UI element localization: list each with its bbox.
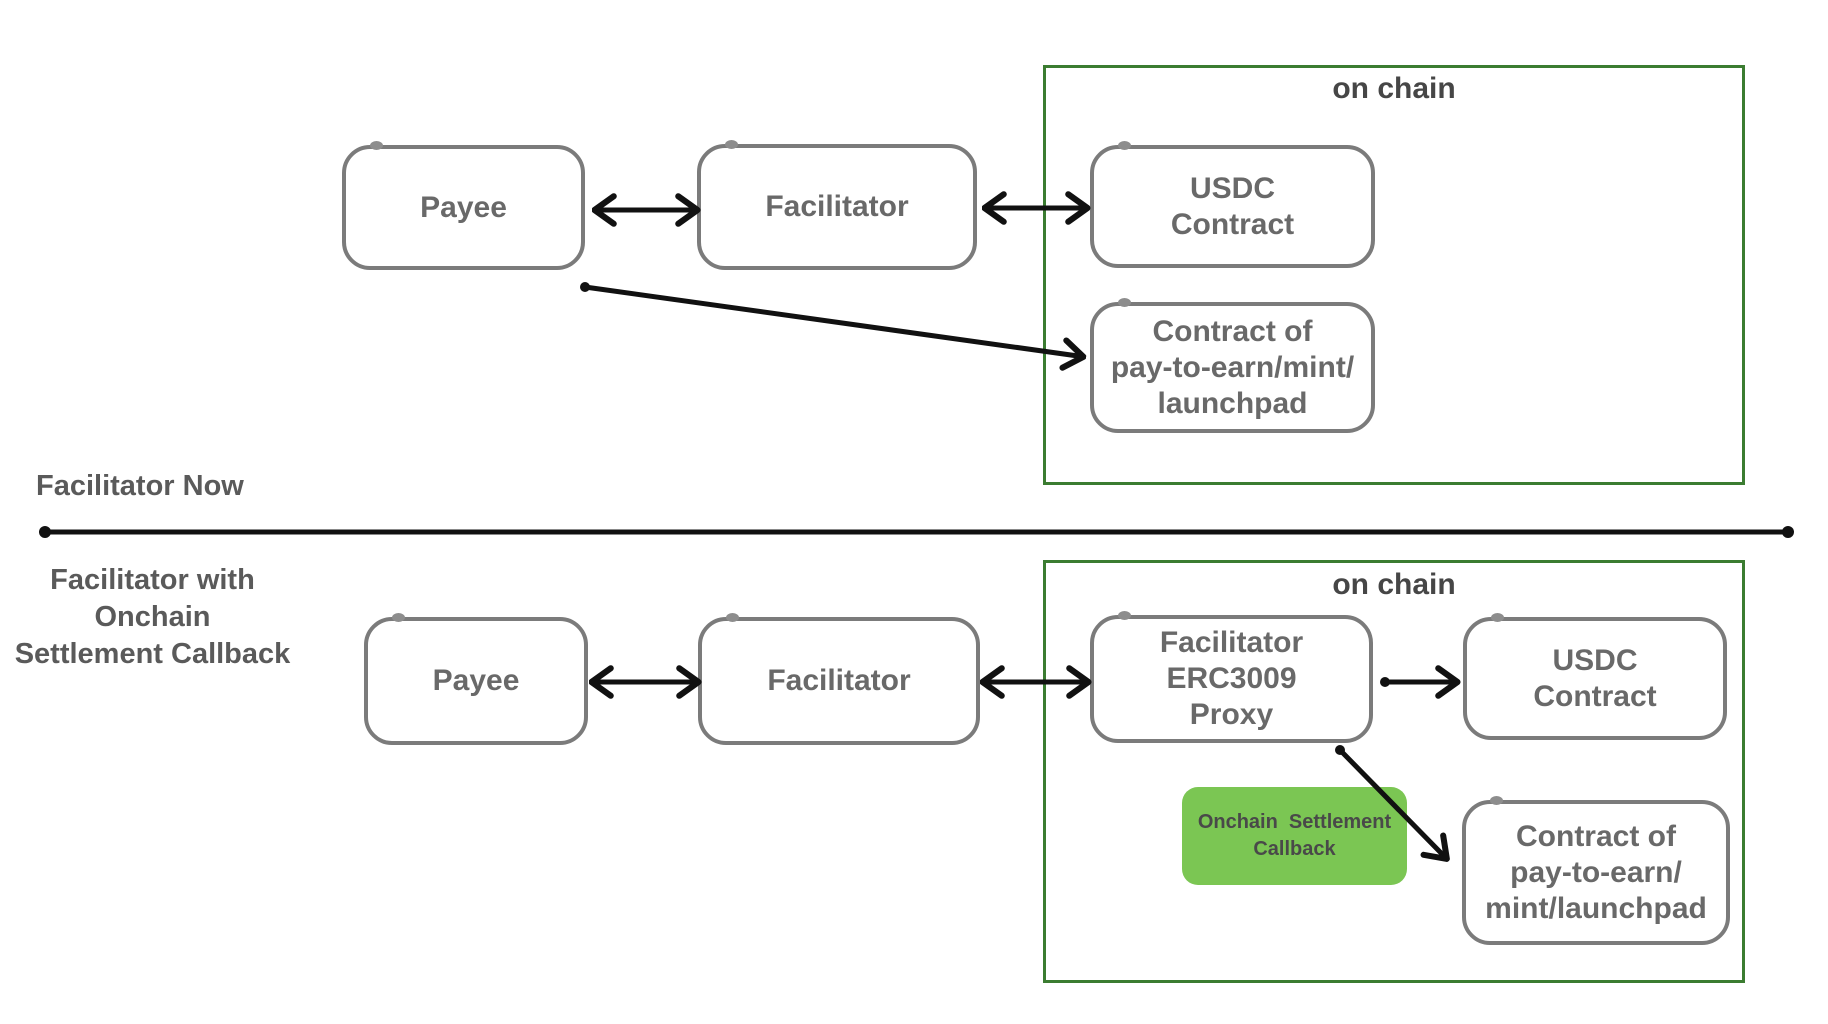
arrow-payee-to-contract-top: [582, 284, 1078, 356]
node-usdc-contract-bottom: USDC Contract: [1463, 613, 1727, 740]
section-label-facilitator-with-callback: Facilitator with Onchain Settlement Call…: [14, 564, 291, 670]
onchain-region-top: [1043, 65, 1745, 485]
onchain-region-top-title: on chain: [1332, 72, 1456, 105]
node-payto-earn-contract-bottom: Contract of pay-to-earn/ mint/launchpad: [1462, 796, 1730, 945]
section-label-facilitator-now: Facilitator Now: [36, 470, 244, 502]
arrow-payee-contract-start-dot: [580, 282, 590, 292]
divider-left-end-dot: [39, 526, 51, 538]
node-payee-bottom: Payee: [364, 613, 588, 745]
node-facilitator-bottom: Facilitator: [698, 613, 980, 745]
onchain-region-bottom-title: on chain: [1332, 568, 1456, 601]
node-usdc-contract-top: USDC Contract: [1090, 141, 1375, 268]
node-payto-earn-contract-top: Contract of pay-to-earn/mint/ launchpad: [1090, 298, 1375, 433]
onchain-region-bottom: [1043, 560, 1745, 983]
divider-right-end-dot: [1782, 526, 1794, 538]
node-facilitator-top: Facilitator: [697, 140, 977, 270]
onchain-settlement-callback-chip: Onchain Settlement Callback: [1182, 787, 1407, 885]
node-payee-top: Payee: [342, 141, 585, 270]
node-facilitator-erc3009-proxy: Facilitator ERC3009 Proxy: [1090, 611, 1373, 743]
